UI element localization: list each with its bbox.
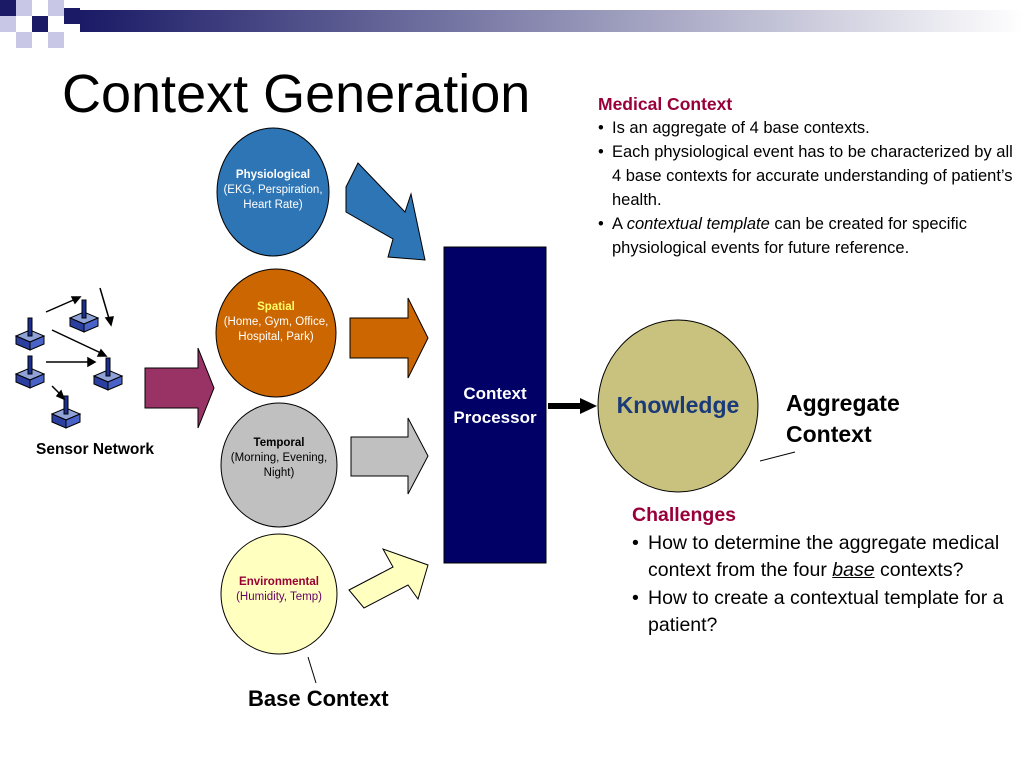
sensor-node-icon: [14, 317, 46, 351]
temporal-arrow: [350, 417, 429, 495]
challenge1-post: contexts?: [874, 559, 964, 581]
challenge-bullet: • How to determine the aggregate medical…: [632, 530, 1012, 585]
spatial-detail: (Home, Gym, Office, Hospital, Park): [223, 316, 329, 343]
bullet3-emphasis: contextual template: [626, 215, 770, 233]
challenge1-emphasis: base: [832, 559, 875, 581]
temporal-name: Temporal: [253, 437, 305, 449]
spatial-circle: [215, 268, 337, 398]
temporal-detail: (Morning, Evening, Night): [230, 452, 328, 479]
spatial-name: Spatial: [257, 301, 295, 313]
physiological-circle: [216, 127, 330, 257]
medical-bullet-1-text: Is an aggregate of 4 base contexts.: [612, 119, 870, 137]
aggregate-line1: Aggregate: [786, 390, 900, 416]
processor-line2: Processor: [453, 408, 537, 427]
aggregate-line2: Context: [786, 421, 872, 447]
processor-to-knowledge-arrow: [548, 398, 597, 414]
sensor-network-label: Sensor Network: [36, 441, 155, 458]
sensor-network: [14, 287, 124, 429]
medical-bullet-3-text: A contextual template can be created for…: [612, 212, 1018, 260]
environmental-detail: (Humidity, Temp): [236, 591, 322, 603]
challenge-bullet-2-text: How to create a contextual template for …: [648, 586, 1004, 637]
knowledge-label: Knowledge: [616, 392, 740, 418]
corner-decoration: [0, 0, 80, 48]
slide-title: Context Generation: [62, 64, 531, 124]
environmental-arrow: [348, 548, 429, 609]
challenges-block: Challenges • How to determine the aggreg…: [632, 502, 1012, 640]
challenge-bullet-1-text: How to determine the aggregate medical c…: [648, 530, 1012, 585]
physiological-label: Physiological (EKG, Perspiration, Heart …: [215, 168, 331, 213]
knowledge-circle: [597, 319, 759, 493]
bullet3-pre: A: [612, 215, 627, 233]
spatial-label: Spatial (Home, Gym, Office, Hospital, Pa…: [214, 300, 338, 345]
temporal-label: Temporal (Morning, Evening, Night): [221, 436, 337, 481]
base-context-label: Base Context: [248, 686, 389, 711]
spatial-arrow: [349, 297, 429, 379]
environmental-name: Environmental: [239, 576, 319, 588]
bullet-dot: •: [598, 119, 604, 137]
aggregate-callout-line: [759, 451, 796, 462]
medical-context-heading: Medical Context: [598, 94, 733, 114]
medical-bullet: • Each physiological event has to be cha…: [598, 140, 1018, 212]
medical-context-block: Medical Context • Is an aggregate of 4 b…: [598, 92, 1018, 260]
bullet-dot: •: [632, 531, 639, 554]
sensor-to-base-arrow: [144, 347, 215, 429]
medical-bullet: • A contextual template can be created f…: [598, 212, 1018, 260]
bullet-dot: •: [598, 215, 604, 233]
medical-bullet-2-text: Each physiological event has to be chara…: [612, 143, 1013, 209]
challenges-heading: Challenges: [632, 504, 737, 526]
temporal-circle: [220, 402, 338, 528]
environmental-circle: [220, 533, 338, 655]
physiological-arrow: [345, 162, 426, 261]
challenge-bullet: • How to create a contextual template fo…: [632, 585, 1012, 640]
sensor-node-icon: [50, 395, 82, 429]
bullet-dot: •: [598, 143, 604, 161]
sensor-node-icon: [14, 355, 46, 389]
title-bar: [80, 10, 1024, 32]
challenge1-pre: How to determine the aggregate medical c…: [648, 531, 1000, 582]
sensor-node-icon: [92, 357, 124, 391]
physiological-name: Physiological: [235, 169, 311, 181]
medical-bullet: • Is an aggregate of 4 base contexts.: [598, 116, 1018, 140]
context-processor-label: Context Processor: [444, 382, 546, 430]
context-processor-box: [443, 246, 547, 564]
physiological-detail: (EKG, Perspiration, Heart Rate): [223, 184, 323, 211]
bullet3-post: can be created for specific physiologica…: [612, 215, 967, 257]
aggregate-context-label: Aggregate Context: [786, 388, 900, 450]
environmental-label: Environmental (Humidity, Temp): [221, 575, 337, 605]
base-callout-line: [307, 656, 317, 684]
sensor-node-icon: [68, 299, 100, 333]
sensor-links: [45, 287, 114, 401]
bullet-dot: •: [632, 586, 639, 609]
processor-line1: Context: [463, 384, 527, 403]
